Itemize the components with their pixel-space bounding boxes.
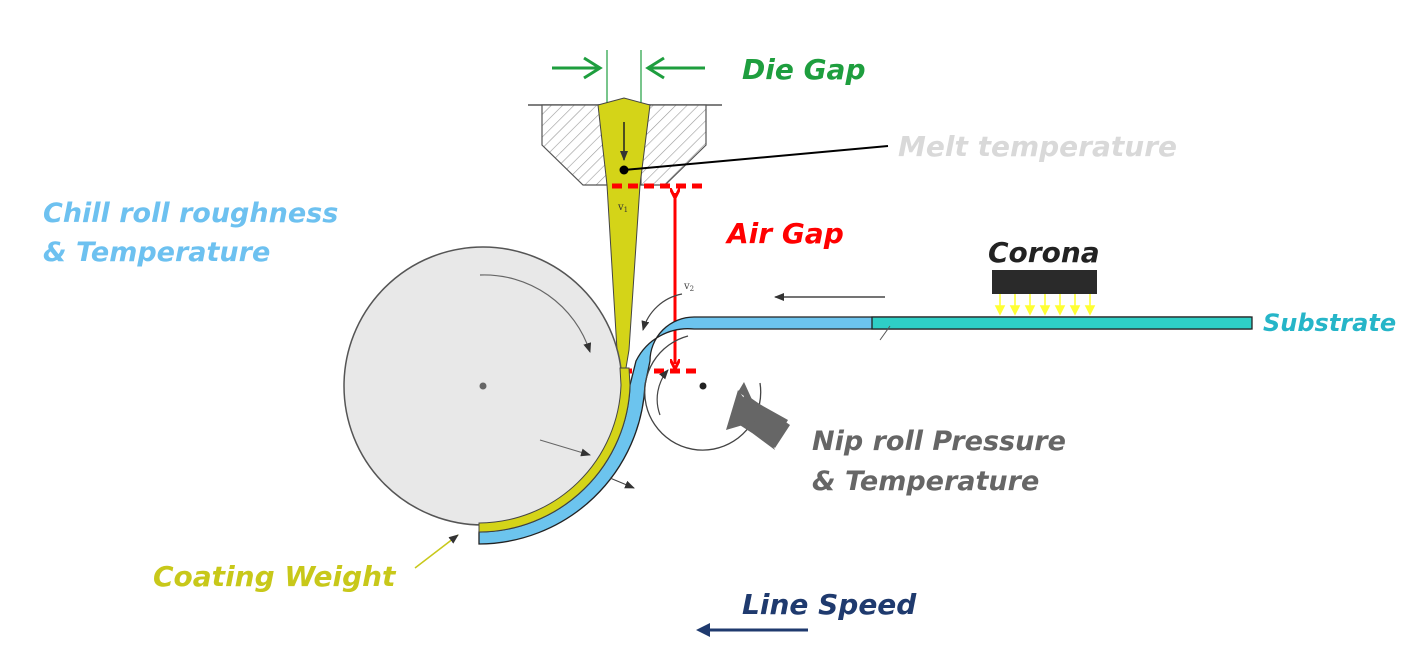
nip-roll-axis	[699, 382, 707, 390]
v1-label: v1	[617, 202, 628, 214]
die-gap-arrow-left	[552, 56, 603, 80]
substrate-web	[871, 316, 1253, 330]
line-speed-arrow	[696, 623, 808, 637]
coating-weight-pointer	[414, 534, 459, 569]
line-speed-label: Line Speed	[742, 588, 917, 621]
melt-curtain	[597, 97, 651, 369]
chill-roll-label-line2: & Temperature	[43, 237, 270, 268]
chill-roll-rotation-arrow	[479, 274, 592, 353]
web-tick	[879, 325, 891, 341]
die-gap-arrow-right	[645, 56, 705, 80]
chill-roll-label-line1: Chill roll roughness	[43, 198, 338, 229]
v2-label: v2	[683, 281, 694, 293]
nip-roll-label-line2: & Temperature	[812, 466, 1039, 497]
corona-box	[992, 270, 1097, 294]
melt-temperature-pointer	[619, 145, 889, 175]
laminate-band	[478, 316, 1251, 545]
v2-velocity-arrow	[641, 293, 683, 331]
nip-roll-label-line1: Nip roll Pressure	[812, 426, 1066, 457]
chill-roll-axis	[479, 382, 487, 390]
nip-pressure-arrow-head	[726, 390, 760, 430]
corona-label: Corona	[988, 236, 1100, 269]
melt-temperature-label: Melt temperature	[898, 130, 1177, 163]
coating-layer	[478, 367, 631, 533]
die-gap-indicator	[552, 50, 705, 105]
die-gap-label: Die Gap	[742, 53, 866, 86]
substrate-label: Substrate	[1263, 309, 1396, 337]
air-gap-label: Air Gap	[725, 217, 844, 250]
nip-roll-rotation-arrow	[656, 369, 669, 416]
corona-treater	[992, 270, 1097, 316]
coating-weight-label: Coating Weight	[153, 560, 397, 593]
corona-rays	[994, 294, 1096, 316]
